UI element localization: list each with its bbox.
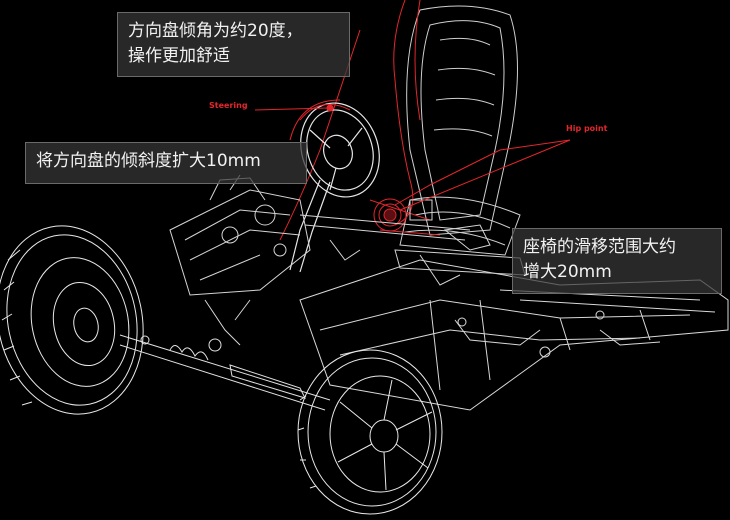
seat-wireframe [394,5,526,276]
callout-steering-angle-line1: 方向盘倾角为约20度， [128,21,303,41]
chassis-floor-pan [299,259,729,411]
hip-point-label: Hip point [566,124,608,133]
front-suspension-wireframe [169,174,491,346]
steering-leader-line [254,107,329,111]
callout-seat-slide: 座椅的滑移范围大约 增大20mm [512,228,722,294]
callout-steering-angle: 方向盘倾角为约20度， 操作更加舒适 [117,12,350,77]
front-right-wheel [297,349,443,515]
hip-point-leader-line [399,139,571,211]
callout-steering-angle-line2: 操作更加舒适 [128,46,230,66]
front-left-wheel [0,225,144,415]
callout-steering-tilt: 将方向盘的倾斜度扩大10mm [25,142,307,184]
callout-steering-tilt-line1: 将方向盘的倾斜度扩大10mm [36,151,261,171]
callout-seat-slide-line2: 增大20mm [523,262,612,282]
steering-label: Steering [209,101,248,110]
steering-rack [119,334,331,411]
callout-seat-slide-line1: 座椅的滑移范围大约 [523,237,676,257]
steering-highlight [289,99,351,141]
